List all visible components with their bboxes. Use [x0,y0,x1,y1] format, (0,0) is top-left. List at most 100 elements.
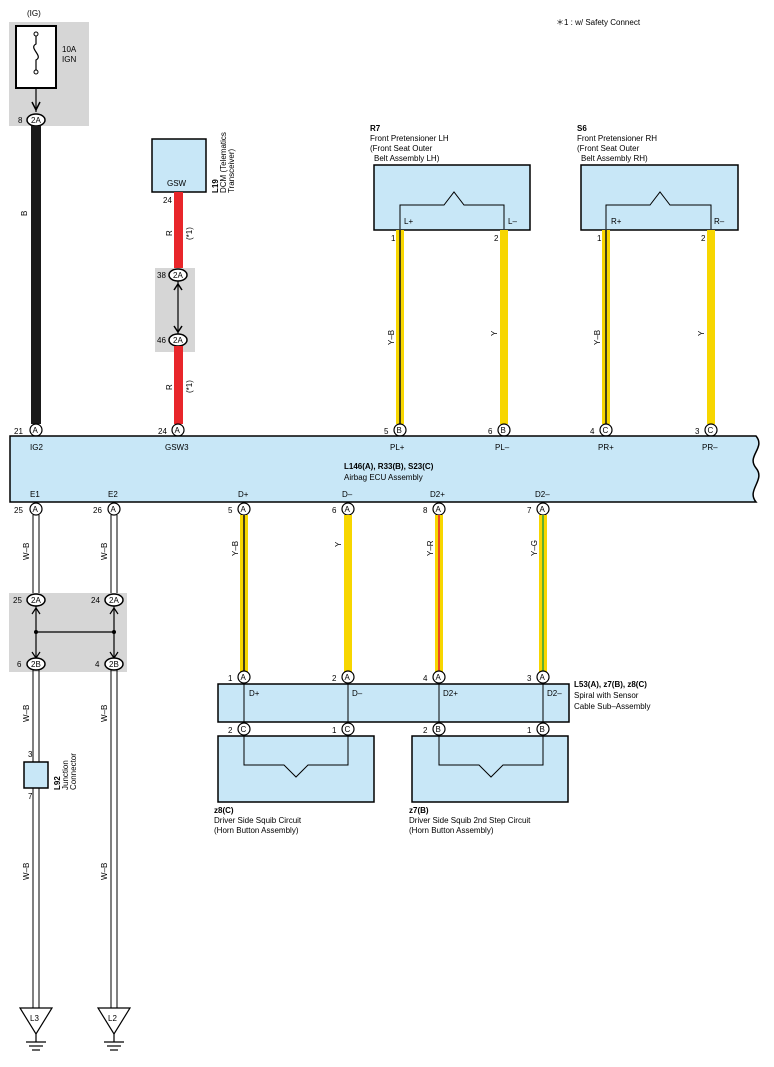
wire-y-pr [707,230,715,424]
z8-code: z8(C) [214,806,234,815]
pin-label: 1 [597,234,602,243]
pin-label: 3 [28,750,33,759]
dcm-name-2: Transceiver) [227,149,236,193]
junction-label: 2B [109,660,119,669]
wire-color-label: Y [490,330,499,336]
s6-line3: Belt Assembly RH) [581,154,648,163]
wire-y-pl [500,230,508,424]
dcm-terminal: GSW [167,179,187,188]
wire-color-label: Y–R [426,540,435,556]
ecu-code: L146(A), R33(B), S23(C) [344,462,434,471]
spiral-terminal: D2– [547,689,562,698]
ecu-terminal: GSW3 [165,443,189,452]
connector-label: C [603,426,609,435]
ecu-terminal: PR– [702,443,718,452]
pin-label: 4 [95,660,100,669]
junction-label: 2A [31,116,41,125]
pin-label: 5 [228,506,233,515]
wire-color-label: Y [697,330,706,336]
spiral-terminal: D+ [249,689,260,698]
s6-box [580,164,739,231]
spiral-line2: Cable Sub–Assembly [574,702,650,711]
junction-label: 2A [109,596,119,605]
ecu-terminal: E1 [30,490,40,499]
r7-line1: Front Pretensioner LH [370,134,449,143]
z7-line1: Driver Side Squib 2nd Step Circuit [409,816,531,825]
connector-label: A [345,673,351,682]
pin-label: 21 [14,427,23,436]
z8-squib-box [217,735,375,803]
wire-color-label: Y–G [530,540,539,556]
connector-label: C [241,725,247,734]
ecu-terminal: D2+ [430,490,445,499]
connector-label: B [436,725,441,734]
dcm-box [151,138,207,193]
wire-color-label: W–B [100,705,109,722]
l92-box [23,761,49,789]
wire-y-d-minus [344,515,352,677]
ecu-terminal: E2 [108,490,118,499]
pin-label: 6 [332,506,337,515]
z7-code: z7(B) [409,806,429,815]
spiral-line1: Spiral with Sensor [574,691,639,700]
pin-label: 7 [527,506,532,515]
wire-wb-e2-upper [110,515,118,593]
connector-label: A [540,673,546,682]
wire-note: (*1) [185,380,194,393]
pin-label: 3 [695,427,700,436]
connector-label: A [175,426,181,435]
ecu-terminal: D– [342,490,353,499]
pin-label: 24 [91,596,100,605]
wire-color-label: B [20,211,29,216]
connector-label: C [345,725,351,734]
fuse-source-label: (IG) [27,9,41,18]
connector-label: C [708,426,714,435]
connector-label: A [33,426,39,435]
dcm-name: DCM (Telematics [219,132,228,193]
connector-label: B [501,426,506,435]
spiral-terminal: D2+ [443,689,458,698]
wire-color-label: W–B [100,863,109,880]
pin-label: 3 [527,674,532,683]
spiral-cable-box [217,683,570,723]
r7-line3: Belt Assembly LH) [374,154,440,163]
wire-color-label: W–B [22,863,31,880]
pin-label: 5 [384,427,389,436]
pin-label: 38 [157,271,166,280]
r7-box [373,164,531,231]
l92-line2: Connector [69,753,78,790]
ecu-terminal: PL+ [390,443,405,452]
pin-label: 6 [488,427,493,436]
ecu-terminal: D+ [238,490,249,499]
pin-label: 2 [332,674,337,683]
connector-label: A [33,505,39,514]
pin-label: 1 [332,726,337,735]
s6-line2: (Front Seat Outer [577,144,640,153]
pin-label: 4 [423,674,428,683]
wire-color-label: Y–B [593,330,602,345]
pin-label: 1 [391,234,396,243]
pin-label: 8 [18,116,23,125]
wire-r-upper [174,192,183,268]
s6-terminal-2: R– [714,217,725,226]
connector-label: B [397,426,402,435]
s6-code: S6 [577,124,587,133]
ground-label: L3 [30,1014,39,1023]
ecu-name: Airbag ECU Assembly [344,473,423,482]
r7-code: R7 [370,124,381,133]
connector-label: A [241,505,247,514]
connector-label: B [540,725,545,734]
wire-r-lower [174,346,183,424]
pin-label: 1 [527,726,532,735]
wire-color-label: R [165,384,174,390]
pin-label: 2 [494,234,499,243]
pin-label: 4 [590,427,595,436]
fuse-name: IGN [62,55,76,64]
wire-color-label: W–B [22,543,31,560]
spiral-code: L53(A), z7(B), z8(C) [574,680,647,689]
r7-line2: (Front Seat Outer [370,144,433,153]
connector-label: A [345,505,351,514]
pin-label: 25 [13,596,22,605]
wire-wb-e1-upper [32,515,40,593]
